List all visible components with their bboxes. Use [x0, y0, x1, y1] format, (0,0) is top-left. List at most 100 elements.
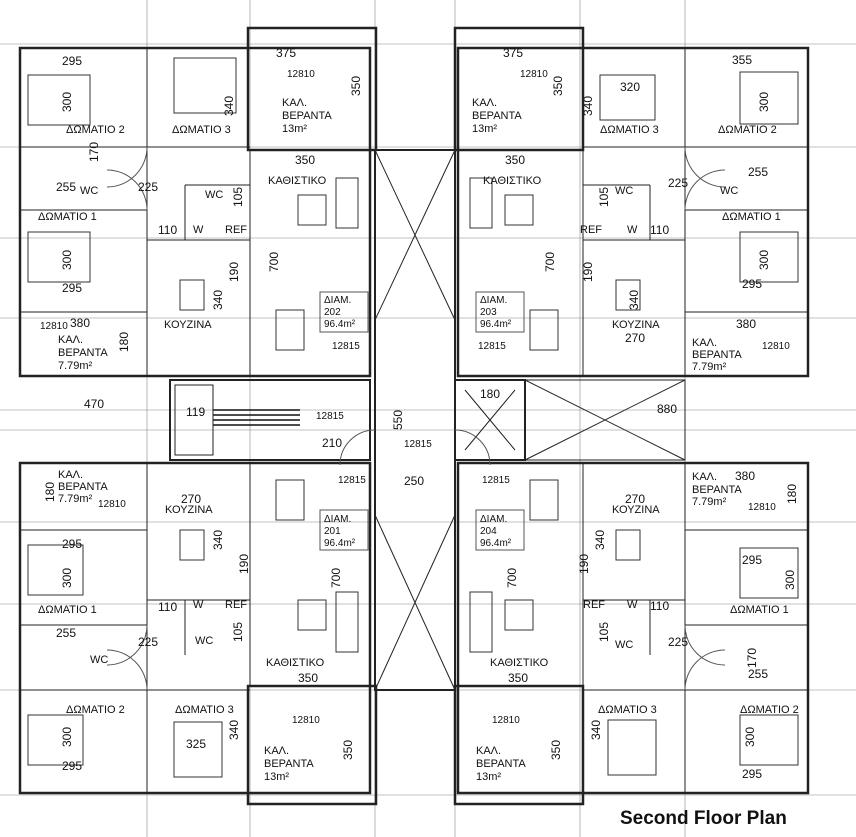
room-label-kitchen-br: ΚΟΥΖΙΝΑ [612, 504, 660, 516]
room-label-bedroom3-br: ΔΩΜΑΤΙΟ 3 [598, 704, 657, 716]
dim-470: 470 [84, 397, 105, 411]
dim-700-d: 700 [505, 567, 520, 589]
small-veranda-bl-area: 7.79m² [58, 493, 93, 505]
apt-label-202: ΔΙΑΜ. [324, 295, 352, 306]
dim-110-d: 110 [650, 599, 670, 613]
ref-label-bl: REF [225, 599, 247, 611]
dim-255-c: 255 [56, 626, 77, 640]
level-marker-2: 12810 [520, 69, 548, 80]
dim-295-g: 295 [742, 767, 763, 781]
room-label-bedroom2-bl: ΔΩΜΑΤΙΟ 2 [66, 704, 125, 716]
dim-375-b: 375 [503, 46, 524, 60]
dim-105-a: 105 [231, 186, 246, 208]
w-label-br: W [627, 599, 638, 611]
dim-295-b: 295 [62, 281, 83, 295]
wc-label-tl: WC [80, 185, 99, 197]
dim-190-d: 190 [577, 553, 592, 575]
room-label-kitchen-tr: ΚΟΥΖΙΝΑ [612, 319, 660, 331]
room-label-bedroom1-br: ΔΩΜΑΤΙΟ 1 [730, 604, 789, 616]
dim-270-b: 270 [181, 492, 202, 506]
dim-270-a: 270 [625, 331, 646, 345]
dim-255-a: 255 [56, 180, 77, 194]
apt-number-202: 202 [324, 307, 341, 318]
veranda-label-bot-right-1: ΚΑΛ. [476, 745, 502, 757]
apt-area-204: 96.4m² [480, 538, 512, 549]
small-veranda-bl-1: ΚΑΛ. [58, 469, 84, 481]
small-veranda-tl-1: ΚΑΛ. [58, 334, 84, 346]
dim-190-b: 190 [581, 261, 596, 283]
apt-number-203: 203 [480, 307, 497, 318]
dim-300-c: 300 [60, 249, 75, 271]
apt-area-203: 96.4m² [480, 319, 512, 330]
dim-270-c: 270 [625, 492, 646, 506]
dim-295-a: 295 [62, 54, 83, 68]
dim-255-d: 255 [748, 667, 769, 681]
small-veranda-tl-2: ΒΕΡΑΝΤΑ [58, 347, 108, 359]
dim-190-a: 190 [227, 261, 242, 283]
wc-label-tr2: WC [720, 185, 739, 197]
small-veranda-tr-2: ΒΕΡΑΝΤΑ [692, 349, 742, 361]
dim-340-h: 340 [589, 719, 604, 741]
apt-number-204: 204 [480, 526, 497, 537]
dim-105-c: 105 [231, 621, 246, 643]
dim-550: 550 [391, 409, 406, 431]
room-label-living-tl: ΚΑΘΙΣΤΙΚΟ [268, 175, 327, 187]
dim-355: 355 [732, 53, 753, 67]
dim-300-f: 300 [783, 569, 798, 591]
dim-350-d: 350 [508, 671, 529, 685]
dim-340-g: 340 [227, 719, 242, 741]
w-label-tl: W [193, 224, 204, 236]
small-veranda-br-1: ΚΑΛ. [692, 471, 718, 483]
dim-300-a: 300 [60, 91, 75, 113]
room-label-living-br: ΚΑΘΙΣΤΙΚΟ [490, 657, 549, 669]
dim-180-v3: 180 [785, 483, 800, 505]
small-veranda-br-2: ΒΕΡΑΝΤΑ [692, 484, 742, 496]
apt-number-201: 201 [324, 526, 341, 537]
veranda-label-bot-left-2: ΒΕΡΑΝΤΑ [264, 758, 314, 770]
dim-340-d: 340 [627, 289, 642, 311]
dim-340-f: 340 [593, 529, 608, 551]
dim-119: 119 [186, 405, 206, 419]
level-marker-11: 12810 [98, 499, 126, 510]
level-marker-10: 12815 [482, 475, 510, 486]
dim-225-b: 225 [668, 176, 689, 190]
veranda-label-top-right-1: ΚΑΛ. [472, 97, 498, 109]
veranda-label-top-left-1: ΚΑΛ. [282, 97, 308, 109]
veranda-area-bot-right: 13m² [476, 771, 502, 783]
dim-180-a: 180 [480, 387, 501, 401]
dim-700-a: 700 [267, 251, 282, 273]
dim-350-v2: 350 [551, 75, 566, 97]
dim-110-a: 110 [158, 223, 178, 237]
dim-295-f: 295 [62, 759, 83, 773]
wc-label-bl2: WC [90, 654, 109, 666]
w-label-bl: W [193, 599, 204, 611]
level-marker-14: 12810 [492, 715, 520, 726]
room-label-bedroom1-bl: ΔΩΜΑΤΙΟ 1 [38, 604, 97, 616]
dim-300-g: 300 [60, 726, 75, 748]
dim-340-c: 340 [211, 289, 226, 311]
dim-350-v3: 350 [341, 739, 356, 761]
dim-300-h: 300 [743, 726, 758, 748]
dim-380-a: 380 [70, 316, 91, 330]
dim-350-v4: 350 [549, 739, 564, 761]
dim-350-c: 350 [298, 671, 319, 685]
room-label-bedroom3-tr: ΔΩΜΑΤΙΟ 3 [600, 124, 659, 136]
dim-700-c: 700 [329, 567, 344, 589]
dim-300-d: 300 [757, 249, 772, 271]
room-label-kitchen-bl: ΚΟΥΖΙΝΑ [165, 504, 213, 516]
room-label-bedroom2-tr: ΔΩΜΑΤΙΟ 2 [718, 124, 777, 136]
dim-250: 250 [404, 474, 425, 488]
level-marker-5: 12815 [332, 341, 360, 352]
dim-375-a: 375 [276, 46, 297, 60]
wc-label-br: WC [615, 639, 634, 651]
apt-label-201: ΔΙΑΜ. [324, 514, 352, 525]
level-marker-3: 12810 [40, 321, 68, 332]
wc-label-tr: WC [615, 185, 634, 197]
dim-320: 320 [620, 80, 641, 94]
dim-295-e: 295 [742, 553, 763, 567]
dim-700-b: 700 [543, 251, 558, 273]
room-label-bedroom1-tl: ΔΩΜΑΤΙΟ 1 [38, 211, 97, 223]
small-veranda-bl-2: ΒΕΡΑΝΤΑ [58, 481, 108, 493]
dim-350-v1: 350 [349, 75, 364, 97]
